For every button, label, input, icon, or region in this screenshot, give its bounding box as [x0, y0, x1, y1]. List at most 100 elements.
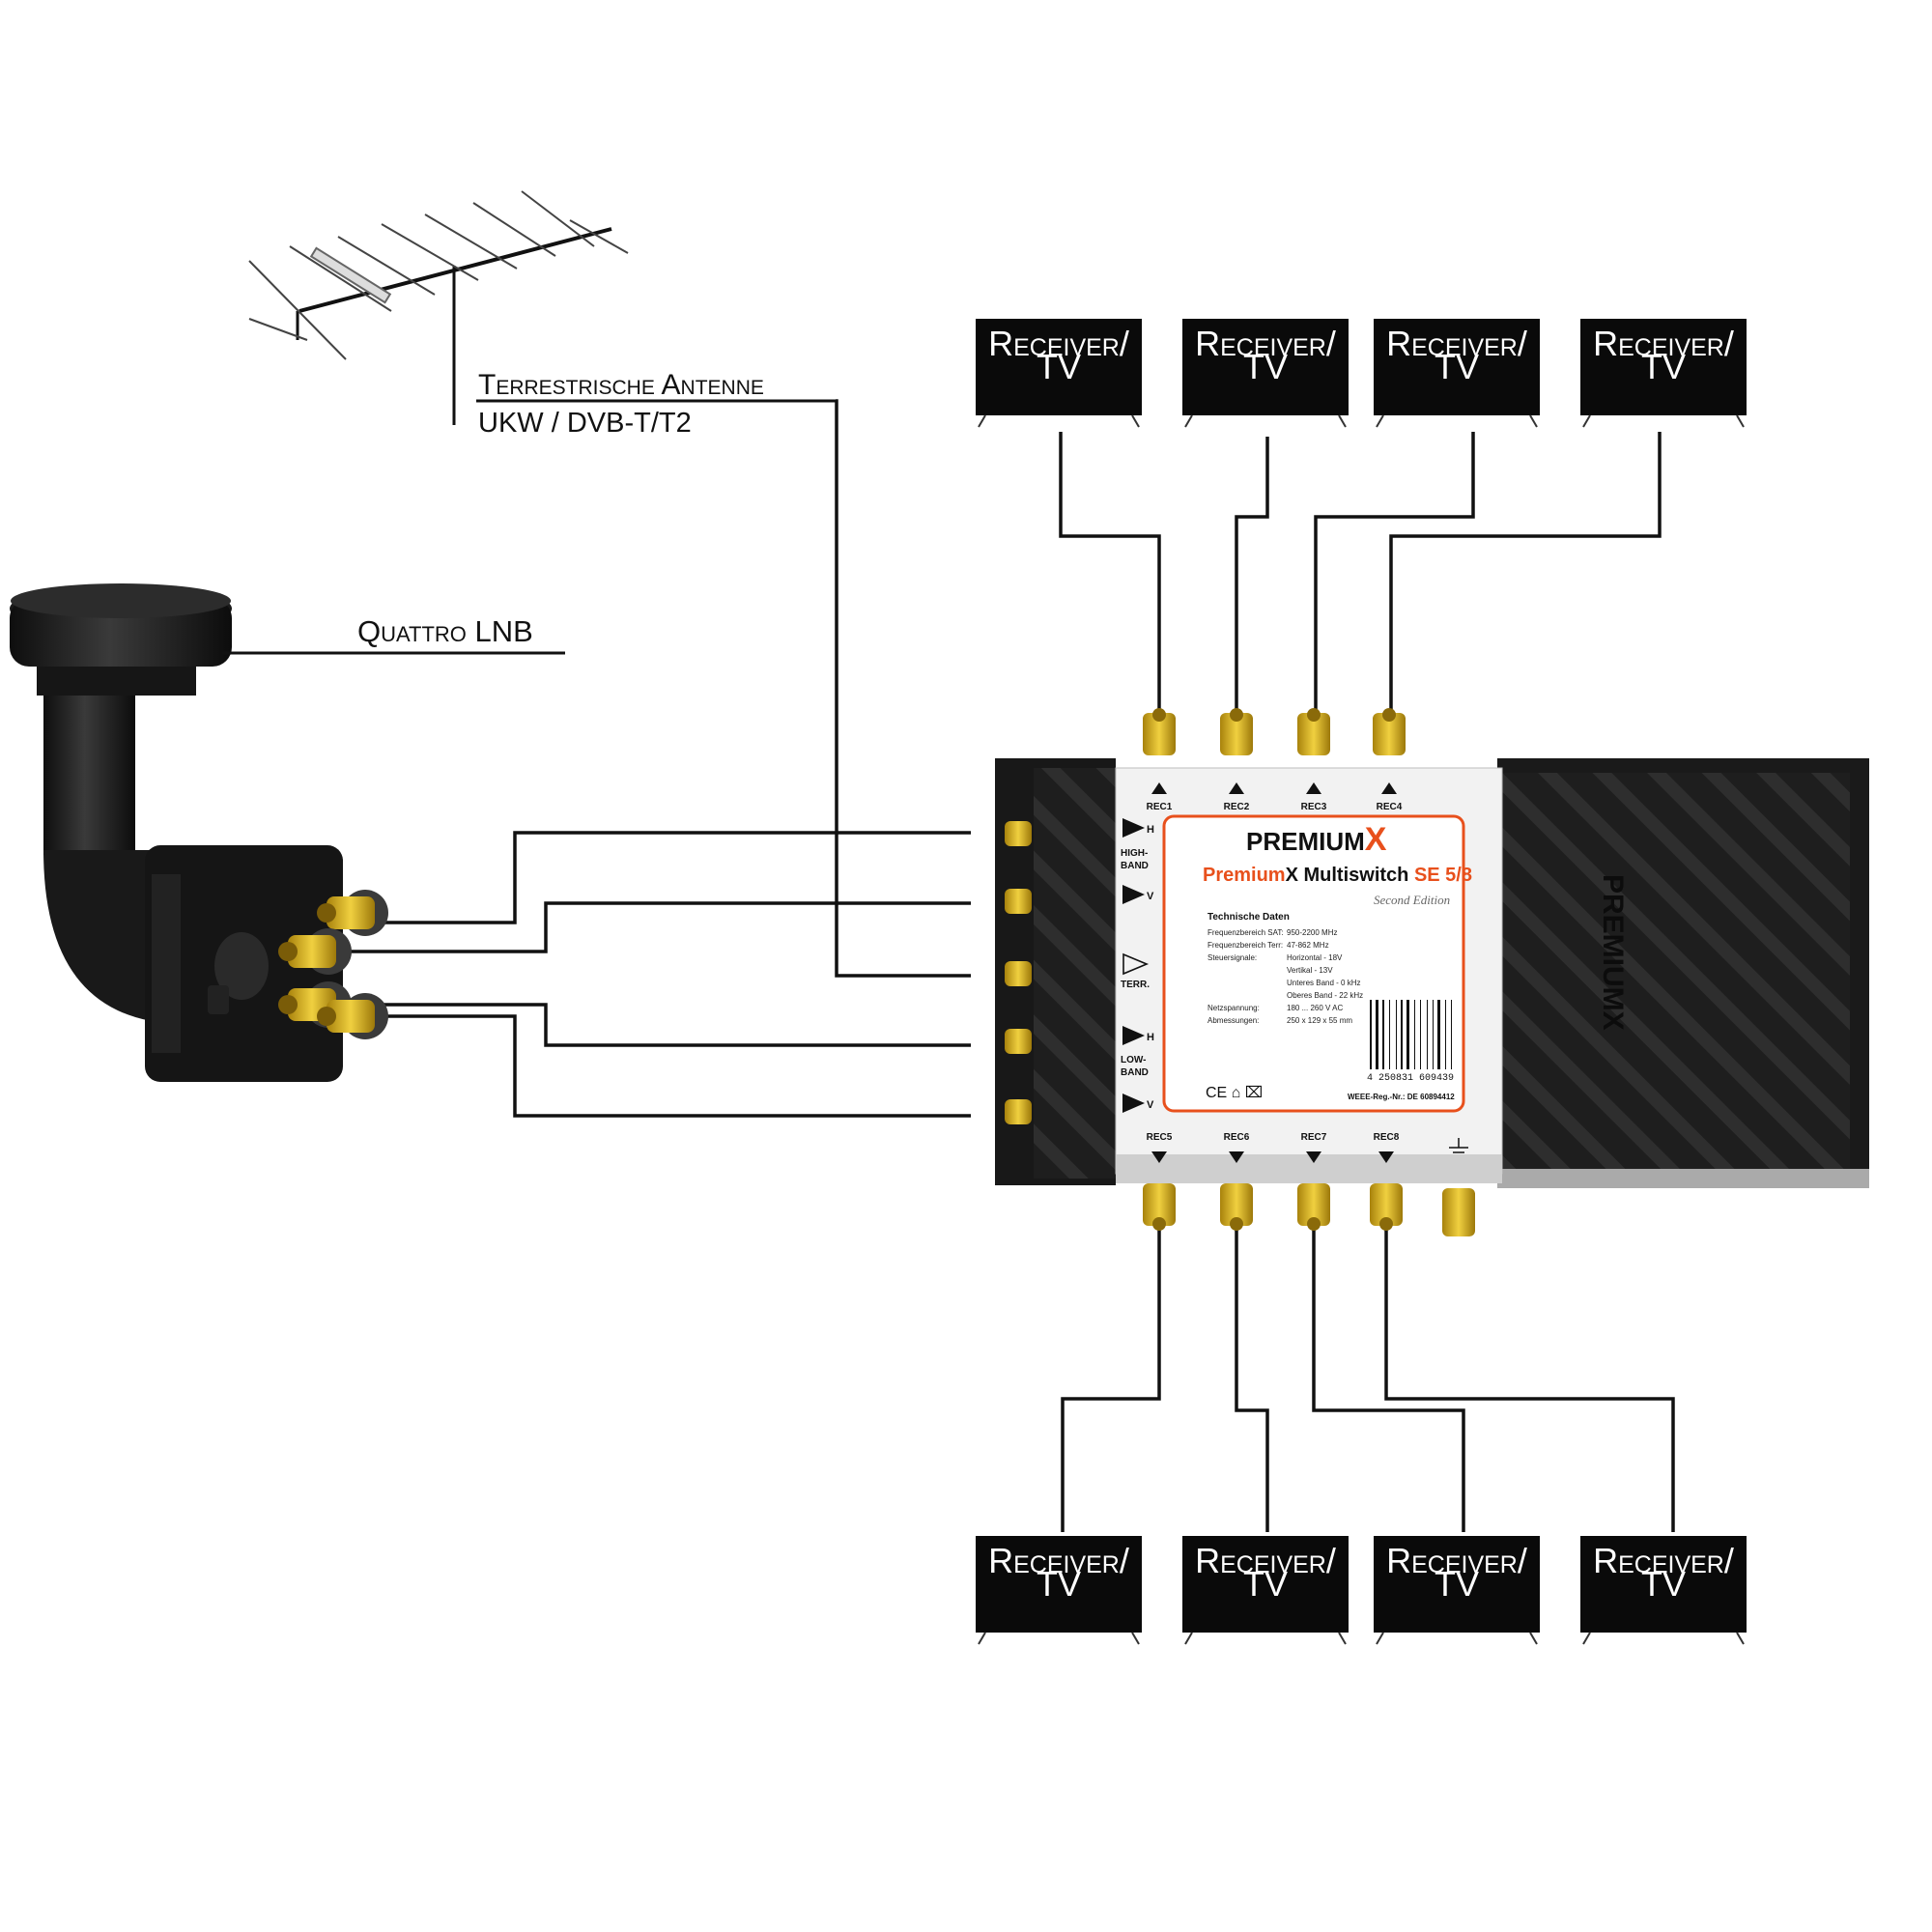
antenna-band-label: UKW / DVB-T/T2 [478, 408, 692, 439]
arrow-up-icon [1151, 782, 1167, 794]
port-label: REC8 [1374, 1132, 1400, 1143]
receiver-tv-group: Receiver/TVReceiver/TVReceiver/TVReceive… [976, 319, 1747, 1645]
tv-screen [1374, 319, 1540, 415]
f-connector [1297, 713, 1330, 755]
arrow-up-icon [1381, 782, 1397, 794]
port-label: REC7 [1301, 1132, 1327, 1143]
receiver-tv-box: Receiver/TV [976, 1536, 1142, 1645]
ground-connector [1442, 1138, 1475, 1236]
tv-screen [1182, 319, 1349, 415]
barcode-bar [1370, 1000, 1372, 1069]
receiver-tv-box: Receiver/TV [1580, 319, 1747, 428]
lnb-label: Quattro LNB [357, 614, 533, 648]
port-label: REC4 [1377, 802, 1403, 812]
tv-label-line1: Receiver/ [1195, 1541, 1336, 1580]
port-label: REC5 [1147, 1132, 1173, 1143]
antenna-label: Terrestrische Antenne [478, 369, 764, 401]
arrow-down-icon [1229, 1151, 1244, 1163]
cabling [328, 399, 1675, 1532]
arrow-down-icon [1151, 1151, 1167, 1163]
f-connector [1220, 713, 1253, 755]
spec-value: Unteres Band - 0 kHz [1287, 979, 1360, 987]
svg-text:H: H [1147, 1032, 1154, 1043]
barcode-bar [1396, 1000, 1397, 1069]
tv-label-line1: Receiver/ [1195, 324, 1336, 363]
svg-text:TERR.: TERR. [1121, 980, 1150, 990]
spec-value: 250 x 129 x 55 mm [1287, 1016, 1352, 1025]
input-connectors [1005, 821, 1032, 1124]
receiver-tv-box: Receiver/TV [976, 319, 1142, 428]
barcode [1370, 1000, 1452, 1069]
tv-leg [1736, 1632, 1745, 1645]
tv-label-line1: Receiver/ [1593, 324, 1734, 363]
svg-text:BAND: BAND [1121, 1067, 1149, 1078]
tech-title: Technische Daten [1208, 912, 1290, 923]
tv-screen [1580, 1536, 1747, 1633]
spec-value: Horizontal - 18V [1287, 953, 1343, 962]
connector-core [1152, 708, 1166, 722]
barcode-number: 4 250831 609439 [1367, 1073, 1454, 1084]
port-label: REC1 [1147, 802, 1173, 812]
tv-leg [1376, 1632, 1384, 1645]
tv-leg [1184, 414, 1193, 428]
side-brand-text: PREMIUMX [1597, 874, 1629, 1031]
spec-list: Frequenzbereich SAT:950-2200 MHzFrequenz… [1208, 928, 1363, 1025]
barcode-bar [1451, 1000, 1452, 1069]
terrestrial-antenna-icon [248, 190, 629, 425]
tv-leg [1376, 414, 1384, 428]
tv-label-line2: TV [1243, 347, 1288, 386]
barcode-bar [1406, 1000, 1409, 1069]
barcode-bar [1376, 1000, 1378, 1069]
edition-text: Second Edition [1374, 893, 1450, 907]
port-label: REC3 [1301, 802, 1327, 812]
spec-key: Frequenzbereich Terr: [1208, 941, 1283, 950]
connector-core [1307, 708, 1321, 722]
svg-text:HIGH-: HIGH- [1121, 848, 1148, 859]
barcode-bar [1401, 1000, 1403, 1069]
tv-label-line2: TV [1641, 1564, 1686, 1604]
spec-key: Netzspannung: [1208, 1004, 1260, 1012]
brand-name: PREMIUMX [1246, 821, 1387, 858]
tv-screen [1374, 1536, 1540, 1633]
tv-screen [976, 1536, 1142, 1633]
svg-text:H: H [1147, 824, 1154, 836]
tv-leg [1529, 414, 1538, 428]
quattro-lnb-icon [10, 583, 343, 1082]
receiver-tv-box: Receiver/TV [1580, 1536, 1747, 1645]
receiver-tv-box: Receiver/TV [1182, 319, 1349, 428]
f-connector [1143, 1183, 1176, 1226]
tv-screen [1580, 319, 1747, 415]
tv-leg [1131, 1632, 1140, 1645]
f-connector [1370, 1183, 1403, 1226]
f-connector [1220, 1183, 1253, 1226]
tv-leg [1338, 414, 1347, 428]
connector-core [1379, 1217, 1393, 1231]
f-connector [1373, 713, 1406, 755]
arrow-up-icon [1229, 782, 1244, 794]
barcode-bar [1437, 1000, 1440, 1069]
tv-label-line2: TV [1243, 1564, 1288, 1604]
spec-value: 180 ... 260 V AC [1287, 1004, 1343, 1012]
connector-core [1307, 1217, 1321, 1231]
tv-label-line1: Receiver/ [988, 324, 1129, 363]
tv-label-line2: TV [1641, 347, 1686, 386]
arrow-down-icon [1306, 1151, 1321, 1163]
input-labels: H HIGH- BAND V TERR. H LOW- BAND V [1121, 818, 1154, 1113]
model-name: PremiumX Multiswitch SE 5/8 [1203, 865, 1472, 886]
barcode-bar [1389, 1000, 1390, 1069]
spec-value: 950-2200 MHz [1287, 928, 1337, 937]
barcode-bar [1445, 1000, 1446, 1069]
tv-label-line2: TV [1435, 1564, 1479, 1604]
tv-leg [1338, 1632, 1347, 1645]
multiswitch-device [995, 758, 1869, 1188]
tv-screen [976, 319, 1142, 415]
tv-label-line1: Receiver/ [1386, 324, 1527, 363]
svg-text:LOW-: LOW- [1121, 1055, 1146, 1065]
connector-core [1382, 708, 1396, 722]
weee-number: WEEE-Reg.-Nr.: DE 60894412 [1348, 1093, 1455, 1101]
spec-key: Abmessungen: [1208, 1016, 1259, 1025]
f-connector [1143, 713, 1176, 755]
connector-core [1152, 1217, 1166, 1231]
